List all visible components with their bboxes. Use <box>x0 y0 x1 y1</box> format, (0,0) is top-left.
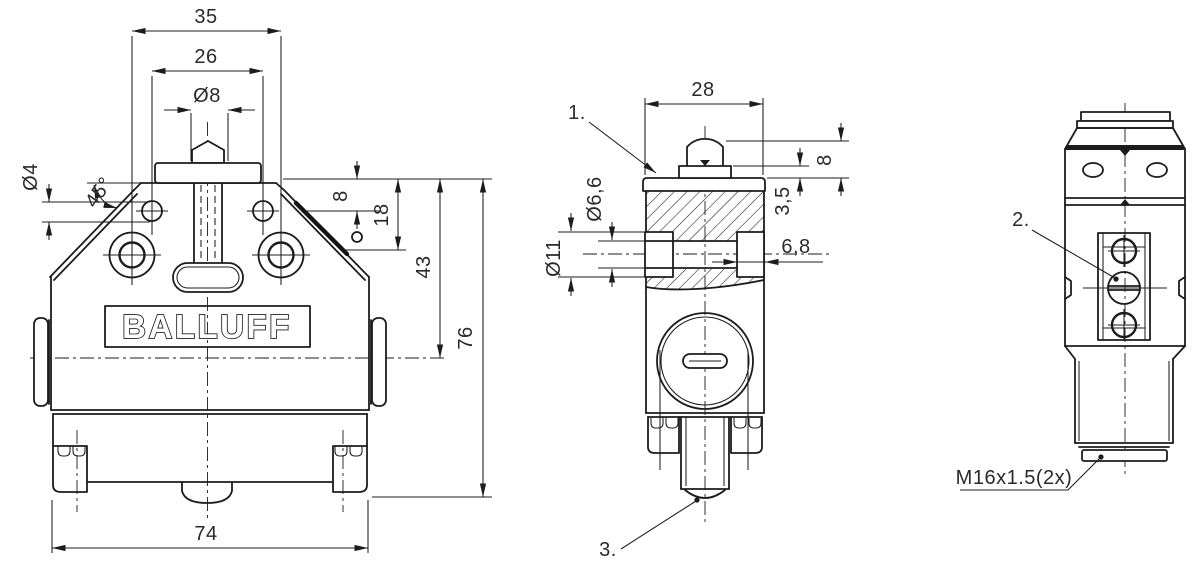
bottom-plunger-dome <box>684 489 726 499</box>
side-dimensions: 28 8 3,5 Ø6,6 Ø11 6,8 1. 3. <box>543 79 849 561</box>
dim-74: 74 <box>194 523 217 545</box>
side-left-foot <box>647 416 680 454</box>
dim-6-8: 6,8 <box>781 236 810 258</box>
side-right-foot-clips <box>733 418 762 429</box>
back-view: 2. M16x1.5(2x) <box>956 103 1186 491</box>
center-mark-up <box>1120 199 1130 205</box>
front-dimensions: 35 26 Ø8 Ø4 45° 8 18 <box>20 6 492 553</box>
vent-hole-left <box>1082 162 1104 178</box>
callout-2: 2. <box>1012 209 1030 231</box>
dim-6-6: Ø6,6 <box>584 176 606 221</box>
top-left-chamfer <box>133 182 142 191</box>
slope-pin <box>351 231 363 243</box>
right-slope-inner <box>280 193 366 281</box>
dim-8-side: 8 <box>814 154 836 166</box>
callout-2-leader <box>1031 229 1116 279</box>
gasket-band <box>1066 145 1184 150</box>
plunger-puck-base <box>1076 120 1174 129</box>
dim-18: 18 <box>371 203 393 226</box>
vent-hole-right <box>1146 162 1168 178</box>
right-foot-clips <box>334 446 363 457</box>
left-slope <box>49 189 135 278</box>
plunger-puck-top <box>1080 111 1171 122</box>
side-view: 28 8 3,5 Ø6,6 Ø11 6,8 1. 3. <box>543 79 849 561</box>
left-slope-inner <box>53 193 138 281</box>
left-foot-clips <box>57 446 86 457</box>
callout-1: 1. <box>568 102 586 124</box>
front-view: BALLUFF 35 26 Ø8 Ø4 <box>20 6 492 553</box>
dim-3-5: 3,5 <box>772 186 794 215</box>
side-right-foot <box>730 416 763 454</box>
side-notch-left <box>1064 276 1072 300</box>
dim-8-right: 8 <box>330 190 352 202</box>
housing-curve <box>645 279 765 291</box>
neck-chamfer <box>1172 345 1186 360</box>
roller-inner <box>660 316 750 406</box>
neck-chamfer <box>1064 345 1076 360</box>
center-mark-down <box>1120 150 1130 156</box>
dim-35: 35 <box>194 6 217 28</box>
dim-76: 76 <box>455 326 477 349</box>
callout-3: 3. <box>599 539 617 561</box>
plunger-flange <box>154 162 262 184</box>
side-notch-right <box>1178 276 1186 300</box>
balluff-logo: BALLUFF <box>122 308 292 345</box>
side-plunger-dome <box>686 137 724 167</box>
cable-gland-ring <box>1081 449 1168 462</box>
thread-leader <box>1067 457 1101 491</box>
left-boss <box>644 231 674 278</box>
side-left-foot-clips <box>650 418 679 429</box>
center-mark <box>700 160 710 166</box>
roller-outer <box>656 312 754 410</box>
plunger-tip <box>191 140 225 164</box>
thread-label: M16x1.5(2x) <box>956 467 1073 489</box>
dim-26: 26 <box>194 46 217 68</box>
callout-1-leader <box>588 121 657 174</box>
top-right-chamfer <box>275 182 285 191</box>
head-cap-lip <box>642 177 766 192</box>
callout-2-dot <box>1113 276 1119 282</box>
side-plunger-right <box>371 317 387 407</box>
dim-plunger-dia: Ø8 <box>193 85 221 107</box>
back-callouts: 2. M16x1.5(2x) <box>956 209 1119 491</box>
thread-leader-dot <box>1098 454 1104 460</box>
dim-28: 28 <box>691 79 714 101</box>
callout-3-leader <box>620 500 697 550</box>
right-slope-heavy-edge <box>293 200 350 257</box>
center-slot-inner <box>176 266 240 289</box>
center-slot <box>172 262 244 293</box>
side-plunger-left <box>33 317 49 407</box>
angle-arc <box>93 184 118 209</box>
side-plunger-flange <box>678 165 732 179</box>
dim-hole-dia: Ø4 <box>20 163 42 191</box>
callout-3-dot <box>694 497 700 503</box>
bottom-dome <box>181 481 233 504</box>
dim-43: 43 <box>413 255 435 278</box>
dim-11: Ø11 <box>543 239 565 277</box>
logo-box <box>104 305 311 348</box>
right-boss-recess <box>736 231 765 278</box>
